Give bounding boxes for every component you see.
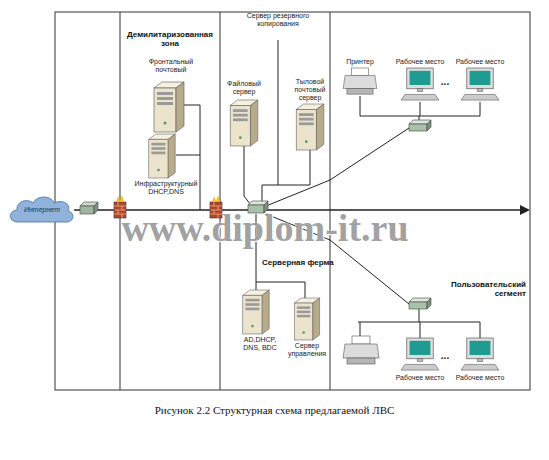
- server-icon: [154, 82, 184, 132]
- device-label: Фронтальный почтовый: [136, 58, 206, 74]
- zone-title: Демилитаризованная зона: [122, 30, 218, 48]
- server-node: Сервер резервного копирования: [245, 12, 311, 40]
- printer-icon: [343, 68, 377, 96]
- server-icon: [230, 100, 258, 146]
- switch: [409, 120, 431, 131]
- device-label: Рабочее место: [390, 58, 450, 66]
- server-node: Фронтальный почтовый: [136, 58, 206, 134]
- switch: [409, 298, 431, 309]
- workstation-node: Рабочее место: [450, 58, 510, 106]
- device-label: Инфраструктурный DHCP,DNS: [126, 180, 206, 196]
- server-icon: [148, 134, 176, 178]
- printer: [343, 336, 379, 364]
- server-node: AD,DHCP, DNS, BDC: [236, 290, 284, 352]
- device-label: Интернет: [8, 206, 76, 214]
- server-node: Файловый сервер: [222, 80, 266, 166]
- figure-caption: Рисунок 2.2 Структурная схема предлагаем…: [0, 404, 549, 416]
- router: [80, 202, 98, 214]
- server-node: Сервер управления: [284, 298, 330, 360]
- workstation-icon: [401, 338, 439, 372]
- server-icon: [296, 104, 324, 150]
- arrow-head: [520, 205, 530, 215]
- device-label: AD,DHCP, DNS, BDC: [236, 336, 284, 352]
- frame: [55, 12, 530, 390]
- workstation-icon: [401, 68, 439, 102]
- workstation-icon: [461, 68, 499, 102]
- server-icon: [242, 290, 270, 334]
- ellipsis: ...: [430, 78, 460, 86]
- device-label: Файловый сервер: [222, 80, 266, 96]
- device-label: Рабочее место: [450, 58, 510, 66]
- server-node: Инфраструктурный DHCP,DNS: [126, 134, 206, 200]
- printer-node: Принтер: [340, 58, 380, 98]
- device-label: Тыловой почтовый сервер: [288, 78, 332, 102]
- device-label: Рабочее место: [450, 374, 510, 382]
- device-label: Сервер управления: [284, 342, 330, 358]
- zone-title: Пользовательский сегмент: [436, 280, 526, 298]
- zone-title: Серверная ферма: [262, 258, 337, 267]
- device-label: Принтер: [340, 58, 380, 66]
- device-label: Сервер резервного копирования: [245, 12, 311, 28]
- device-label: Рабочее место: [390, 374, 450, 382]
- workstation-node: Рабочее место: [450, 338, 510, 386]
- workstation-icon: [461, 338, 499, 372]
- wires: [74, 40, 522, 338]
- server-icon: [293, 298, 321, 340]
- cloud-node: Интернет: [8, 194, 76, 226]
- workstation-node: Рабочее место: [390, 338, 450, 386]
- watermark: www.diplom-it.ru: [95, 208, 435, 248]
- server-node: Тыловой почтовый сервер: [288, 78, 332, 166]
- ellipsis: ...: [430, 352, 460, 360]
